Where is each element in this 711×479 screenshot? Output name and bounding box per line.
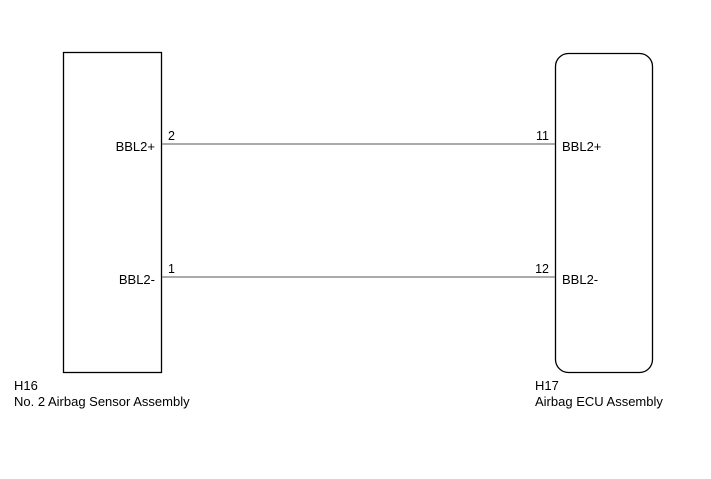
left-component-box <box>62 51 163 374</box>
right-signal-bbl2-plus: BBL2+ <box>562 139 602 154</box>
left-signal-bbl2-minus: BBL2- <box>118 272 155 287</box>
right-component-box <box>554 52 654 374</box>
right-signal-bbl2-minus: BBL2- <box>562 272 599 287</box>
right-pin-number-12: 12 <box>535 262 549 276</box>
right-pin-number-11: 11 <box>536 129 549 143</box>
left-pin-number-1: 1 <box>168 262 175 276</box>
left-component-name: No. 2 Airbag Sensor Assembly <box>14 394 190 409</box>
left-pin-number-2: 2 <box>168 129 175 143</box>
right-component-name: Airbag ECU Assembly <box>535 394 663 409</box>
right-component-code: H17 <box>535 378 559 393</box>
left-signal-bbl2-plus: BBL2+ <box>115 139 155 154</box>
left-component-code: H16 <box>14 378 38 393</box>
